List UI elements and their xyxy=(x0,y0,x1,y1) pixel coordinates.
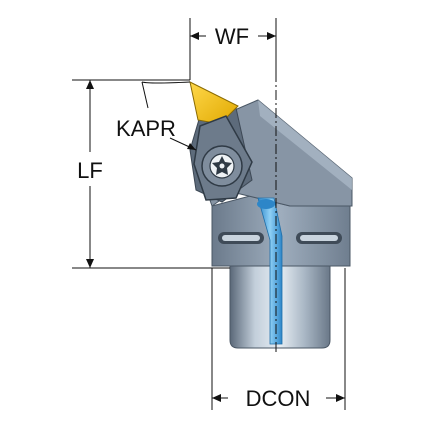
dim-label-lf: LF xyxy=(77,158,103,183)
dim-label-dcon: DCON xyxy=(246,386,311,411)
screw-icon xyxy=(201,145,243,187)
side-slot-left xyxy=(218,232,264,244)
coolant-outlet xyxy=(257,199,275,209)
side-slot-right xyxy=(296,232,342,244)
dimension-lines xyxy=(72,18,346,410)
dim-label-kapr: KAPR xyxy=(116,116,176,141)
dim-label-wf: WF xyxy=(215,24,249,49)
arrowheads xyxy=(86,32,345,402)
